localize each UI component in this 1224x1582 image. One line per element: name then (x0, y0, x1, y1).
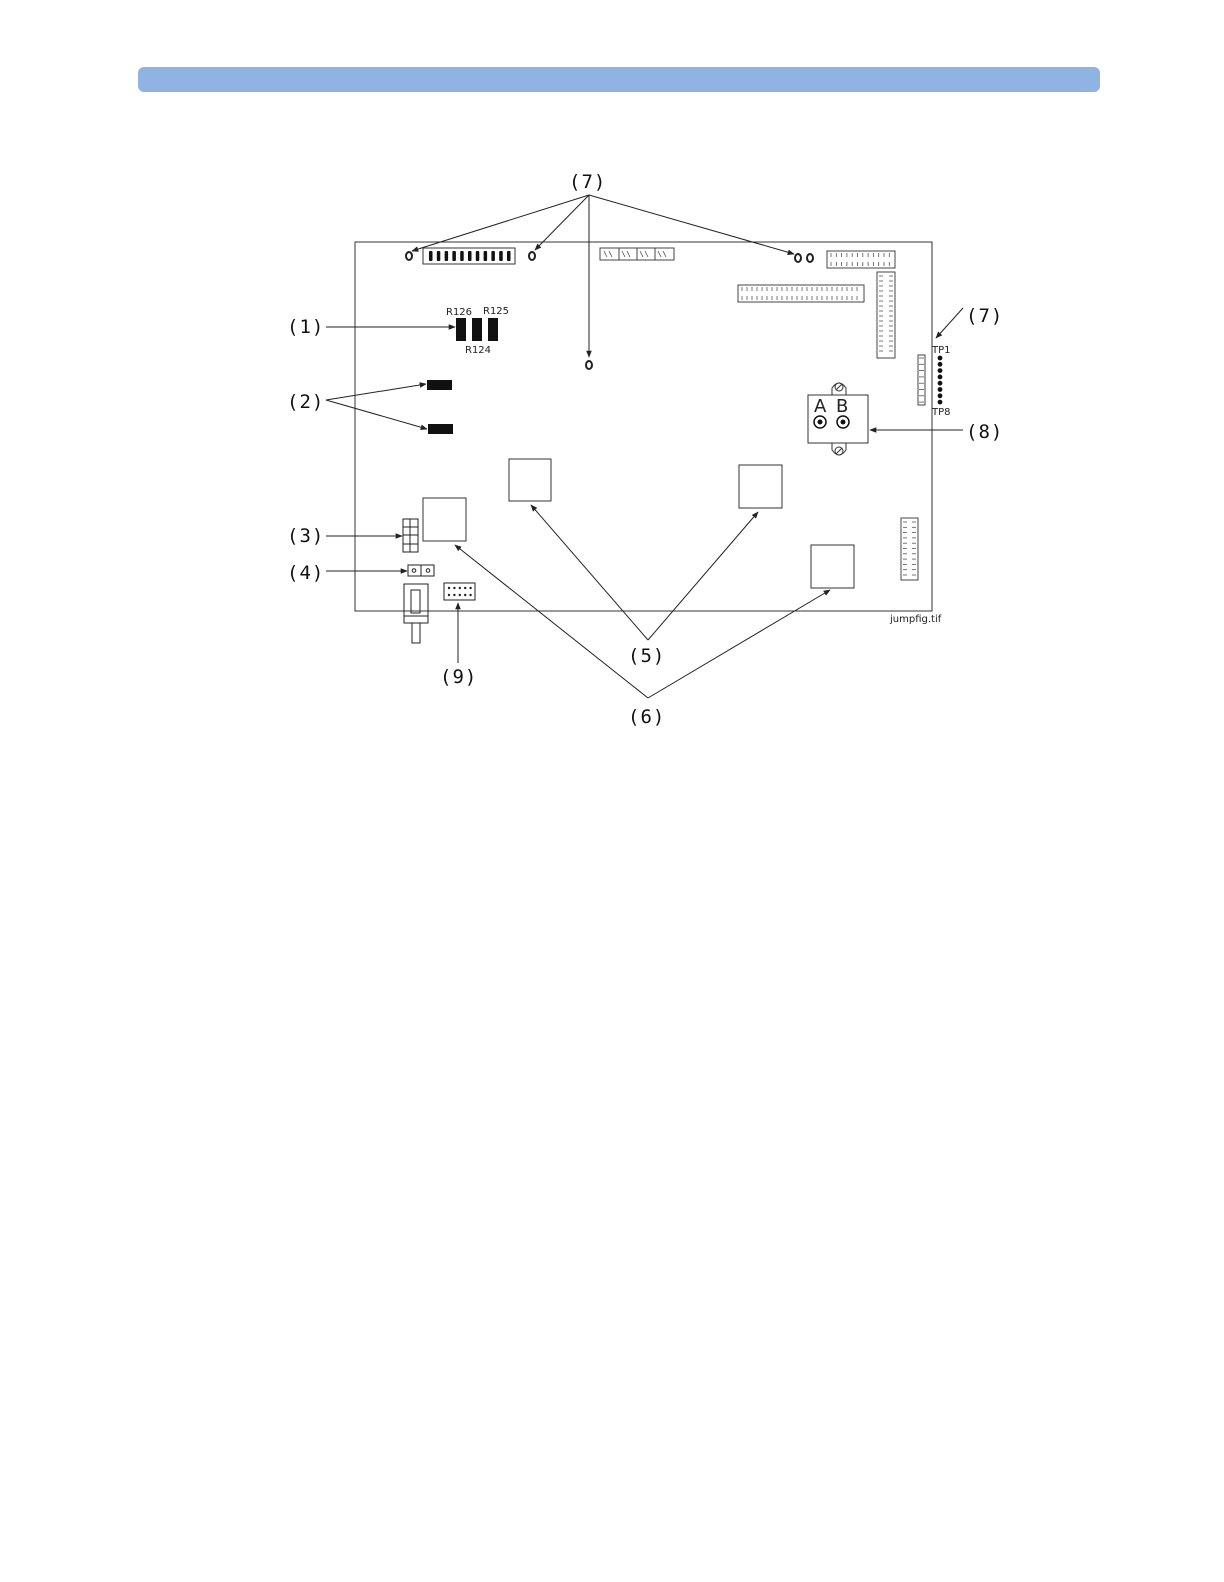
callout-4: (4) (287, 562, 324, 584)
r126-label: R126 (446, 307, 472, 318)
r125-label: R125 (483, 306, 509, 317)
a-label: A (814, 396, 827, 417)
chip-6-right (811, 545, 854, 588)
tp1-label: TP1 (931, 345, 951, 356)
ab-connector (808, 383, 868, 455)
b-label: B (836, 396, 848, 417)
component-2a (427, 380, 452, 390)
chip-5-right (739, 465, 782, 508)
callout-2: (2) (287, 391, 324, 413)
tp8-label: TP8 (931, 407, 951, 418)
test-point-strip (918, 355, 942, 405)
chip-5-left (509, 459, 551, 501)
callout-7-right: (7) (966, 305, 1003, 327)
r124-label: R124 (465, 345, 491, 356)
header-connector-right-lower (901, 518, 918, 580)
header-connector-long (738, 285, 864, 302)
chip-6-left (423, 498, 466, 541)
callout-8: (8) (966, 421, 1003, 443)
callout-6: (6) (628, 706, 665, 728)
top-connector (423, 248, 515, 264)
callout-7-top: (7) (569, 171, 606, 193)
callout-5: (5) (628, 645, 665, 667)
slash-component (600, 248, 674, 260)
callout-9: (9) (440, 666, 477, 688)
component-2b (428, 424, 453, 434)
filename-label: jumpfig.tif (889, 614, 942, 625)
header-connector-top-right (827, 251, 895, 268)
header-connector-vertical (877, 272, 895, 358)
jumper-4 (408, 565, 434, 576)
header-9 (444, 583, 475, 600)
key-switch (404, 584, 428, 643)
jumper-block-3 (403, 519, 418, 552)
resistors (456, 318, 498, 341)
callout-3: (3) (287, 525, 324, 547)
callout-1: (1) (287, 316, 324, 338)
